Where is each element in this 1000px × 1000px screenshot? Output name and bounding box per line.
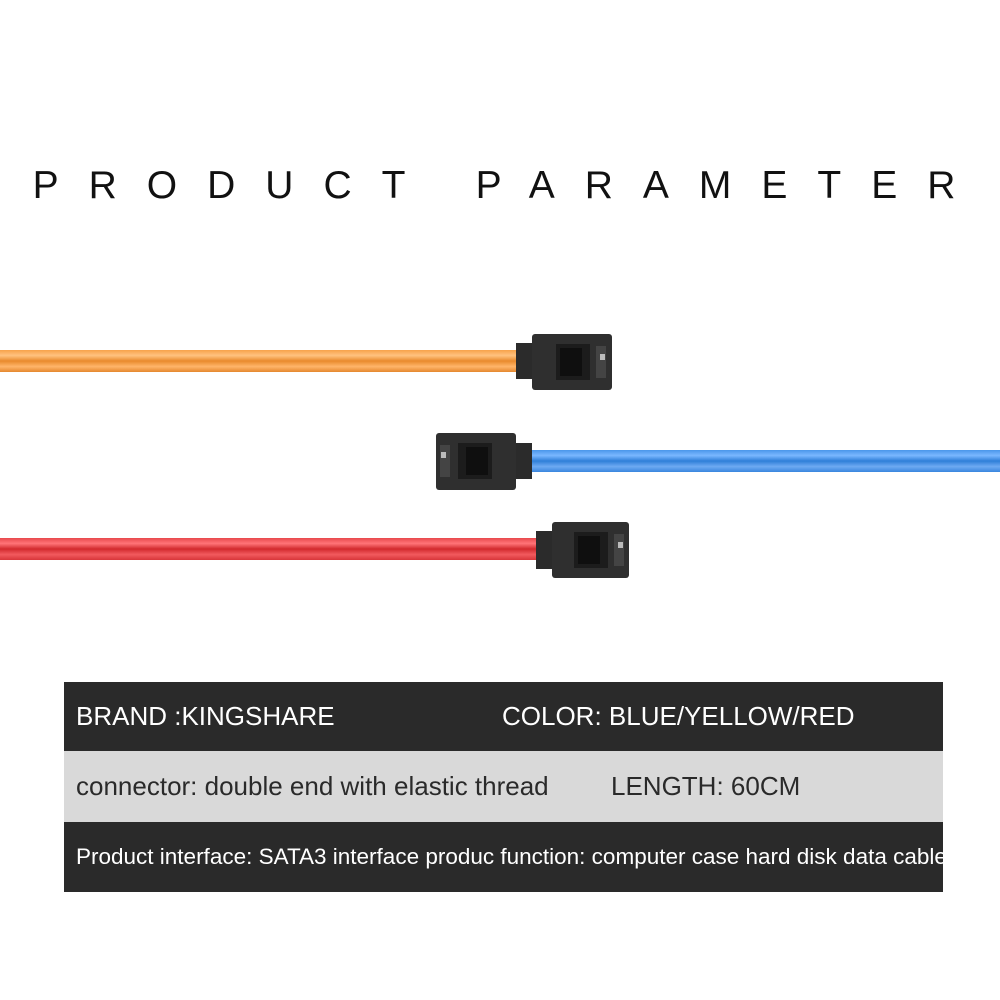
spec-brand: BRAND :KINGSHARE <box>76 701 335 731</box>
blue-cable <box>436 433 1000 490</box>
red-connector-sleeve <box>536 531 554 569</box>
orange-cable <box>0 334 612 390</box>
orange-wire <box>0 350 520 372</box>
red-cable <box>0 522 629 578</box>
spec-color: COLOR: BLUE/YELLOW/RED <box>502 701 855 731</box>
spec-row-connector-length: connector: double end with elastic threa… <box>64 751 943 822</box>
orange-connector-sleeve <box>516 343 534 379</box>
spec-row-interface: Product interface: SATA3 interface produ… <box>64 822 947 892</box>
blue-connector-sleeve <box>514 443 532 479</box>
spec-table: BRAND :KINGSHARE COLOR: BLUE/YELLOW/RED … <box>64 682 947 892</box>
page-title: PRODUCT PARAMETER <box>32 164 986 207</box>
spec-connector: connector: double end with elastic threa… <box>76 771 549 801</box>
spec-length: LENGTH: 60CM <box>611 771 801 801</box>
red-wire <box>0 538 540 560</box>
blue-wire <box>530 450 1000 472</box>
spec-row-brand-color: BRAND :KINGSHARE COLOR: BLUE/YELLOW/RED <box>64 682 943 751</box>
spec-interface: Product interface: SATA3 interface produ… <box>76 844 947 869</box>
